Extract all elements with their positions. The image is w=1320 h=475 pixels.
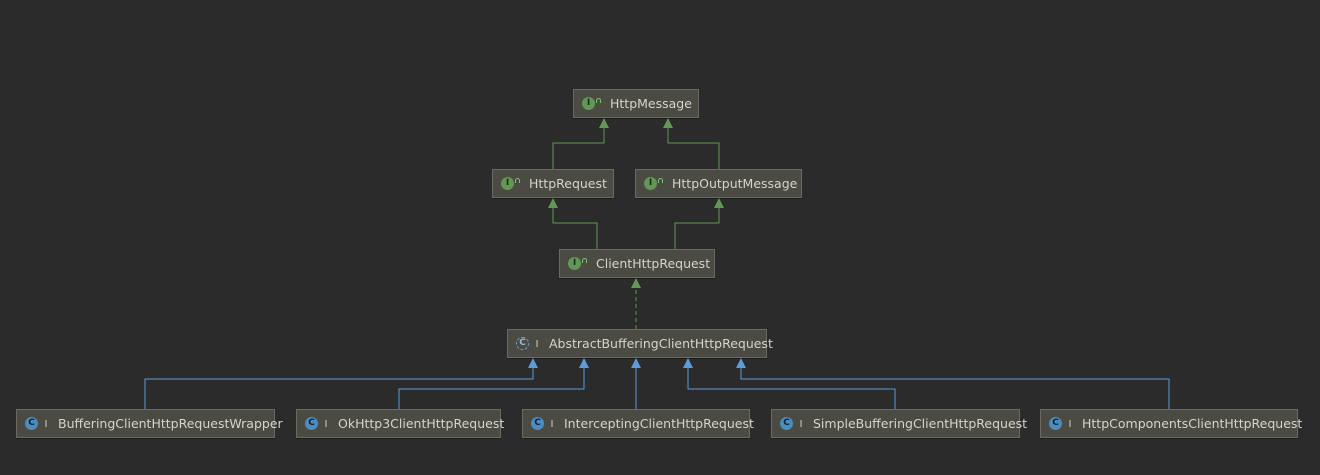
edge-implements [631, 278, 641, 329]
node-http-message[interactable]: I HttpMessage [573, 89, 699, 118]
package-visibility-icon [800, 420, 802, 427]
class-icon: C [25, 417, 38, 430]
interface-icon: I [582, 97, 595, 110]
package-visibility-icon [1069, 420, 1071, 427]
package-visibility-icon [536, 340, 538, 347]
package-visibility-icon [325, 420, 327, 427]
class-icon: C [531, 417, 544, 430]
edge-extends-class [736, 358, 1170, 409]
arrowhead [736, 358, 746, 368]
edge-extends-interface [663, 118, 720, 169]
class-icon: C [305, 417, 318, 430]
arrowhead [548, 198, 558, 208]
edge-extends-class [631, 358, 641, 409]
arrowhead [579, 358, 589, 368]
package-visibility-icon [45, 420, 47, 427]
arrowhead [528, 358, 538, 368]
node-label: HttpRequest [529, 176, 607, 191]
node-label: HttpMessage [610, 96, 692, 111]
node-label: HttpOutputMessage [672, 176, 798, 191]
interface-icon: I [644, 177, 657, 190]
node-simple-buffering-client-http-request[interactable]: C SimpleBufferingClientHttpRequest [771, 409, 1027, 438]
node-label: InterceptingClientHttpRequest [564, 416, 754, 431]
class-icon: C [780, 417, 793, 430]
node-client-http-request[interactable]: I ClientHttpRequest [559, 249, 715, 278]
node-abstract-buffering-client-http-request[interactable]: C AbstractBufferingClientHttpRequest [507, 329, 773, 358]
class-icon: C [1049, 417, 1062, 430]
node-label: ClientHttpRequest [596, 256, 711, 271]
node-intercepting-client-http-request[interactable]: C InterceptingClientHttpRequest [522, 409, 754, 438]
arrowhead [663, 118, 673, 128]
edge-extends-class [144, 358, 538, 409]
edge-extends-interface [674, 198, 724, 249]
node-http-output-message[interactable]: I HttpOutputMessage [635, 169, 802, 198]
package-visibility-icon [551, 420, 553, 427]
edge-extends-class [683, 358, 896, 409]
interface-icon: I [501, 177, 514, 190]
node-okhttp3-client-http-request[interactable]: C OkHttp3ClientHttpRequest [296, 409, 505, 438]
node-label: AbstractBufferingClientHttpRequest [549, 336, 773, 351]
arrowhead [599, 118, 609, 128]
node-label: BufferingClientHttpRequestWrapper [58, 416, 283, 431]
node-label: OkHttp3ClientHttpRequest [338, 416, 505, 431]
edge-extends-interface [552, 118, 609, 169]
edge-extends-interface [548, 198, 598, 249]
node-buffering-client-http-request-wrapper[interactable]: C BufferingClientHttpRequestWrapper [16, 409, 283, 438]
interface-icon: I [568, 257, 581, 270]
node-http-components-client-http-request[interactable]: C HttpComponentsClientHttpRequest [1040, 409, 1302, 438]
abstract-class-icon: C [516, 337, 529, 350]
arrowhead [631, 278, 641, 288]
node-label: SimpleBufferingClientHttpRequest [813, 416, 1028, 431]
node-http-request[interactable]: I HttpRequest [492, 169, 614, 198]
edge-extends-class [398, 358, 589, 409]
node-label: HttpComponentsClientHttpRequest [1082, 416, 1303, 431]
arrowhead [714, 198, 724, 208]
arrowhead [631, 358, 641, 368]
arrowhead [683, 358, 693, 368]
